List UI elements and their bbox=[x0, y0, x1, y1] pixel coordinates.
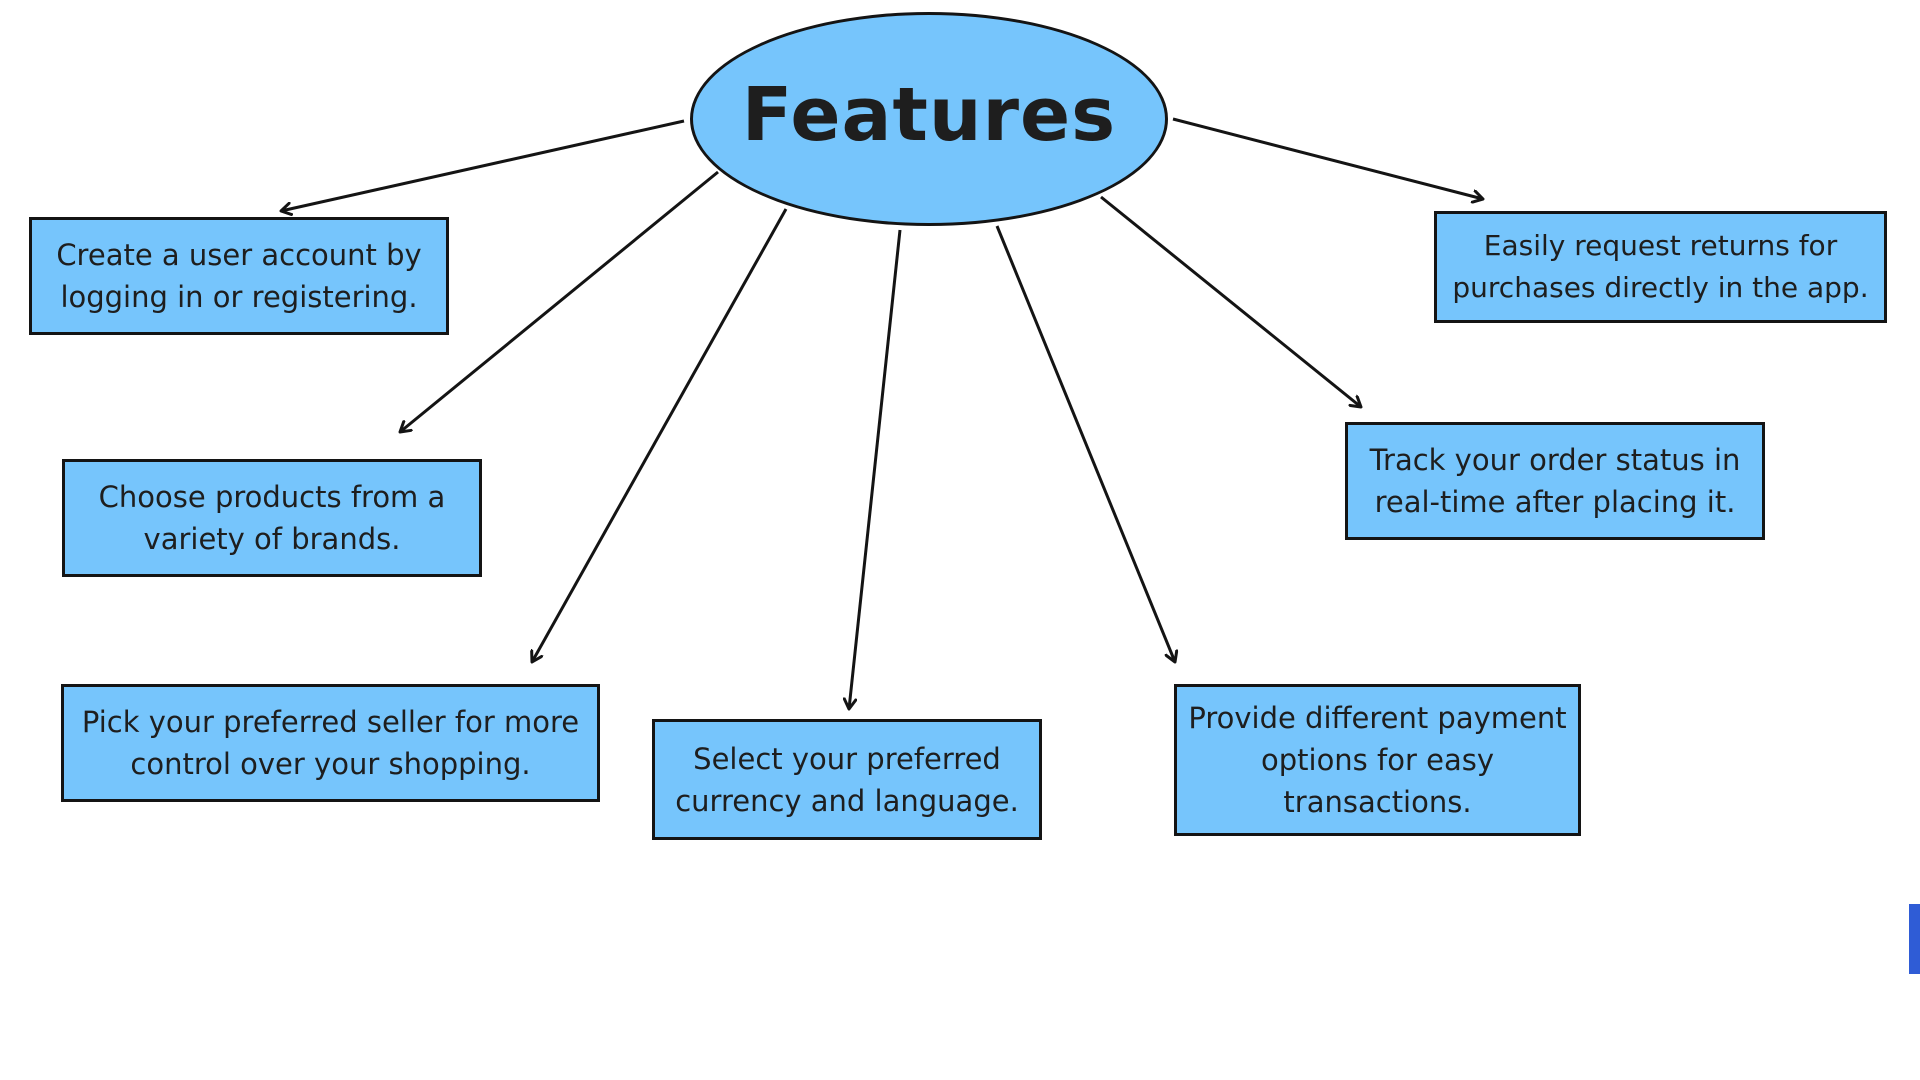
node-pick-seller: Pick your preferred seller for more cont… bbox=[61, 684, 600, 802]
arrow-to-returns bbox=[1172, 117, 1483, 199]
node-choose-brands: Choose products from a variety of brands… bbox=[62, 459, 482, 577]
arrow-to-seller bbox=[532, 208, 788, 662]
edge-accent-mark bbox=[1909, 904, 1920, 974]
arrow-to-currency bbox=[849, 229, 902, 709]
node-create-account: Create a user account by logging in or r… bbox=[29, 217, 449, 335]
node-pick-seller-text: Pick your preferred seller for more cont… bbox=[81, 705, 580, 781]
node-order-tracking-text: Track your order status in real-time aft… bbox=[1369, 443, 1741, 519]
diagram-title: Features bbox=[741, 72, 1117, 158]
arrow-to-account bbox=[281, 119, 685, 211]
node-request-returns-text: Easily request returns for purchases dir… bbox=[1452, 229, 1869, 304]
arrow-to-payment bbox=[995, 225, 1175, 662]
node-request-returns: Easily request returns for purchases dir… bbox=[1434, 211, 1887, 323]
node-currency-language-text: Select your preferred currency and langu… bbox=[675, 741, 1019, 818]
node-create-account-text: Create a user account by logging in or r… bbox=[56, 238, 422, 314]
node-order-tracking: Track your order status in real-time aft… bbox=[1345, 422, 1765, 540]
node-choose-brands-text: Choose products from a variety of brands… bbox=[98, 480, 446, 556]
node-payment-options-text: Provide different payment options for ea… bbox=[1188, 701, 1567, 819]
features-central-node: Features bbox=[690, 12, 1168, 226]
node-payment-options: Provide different payment options for ea… bbox=[1174, 684, 1581, 836]
node-currency-language: Select your preferred currency and langu… bbox=[652, 719, 1042, 840]
arrow-to-tracking bbox=[1100, 195, 1361, 407]
arrow-to-brands bbox=[400, 170, 719, 432]
